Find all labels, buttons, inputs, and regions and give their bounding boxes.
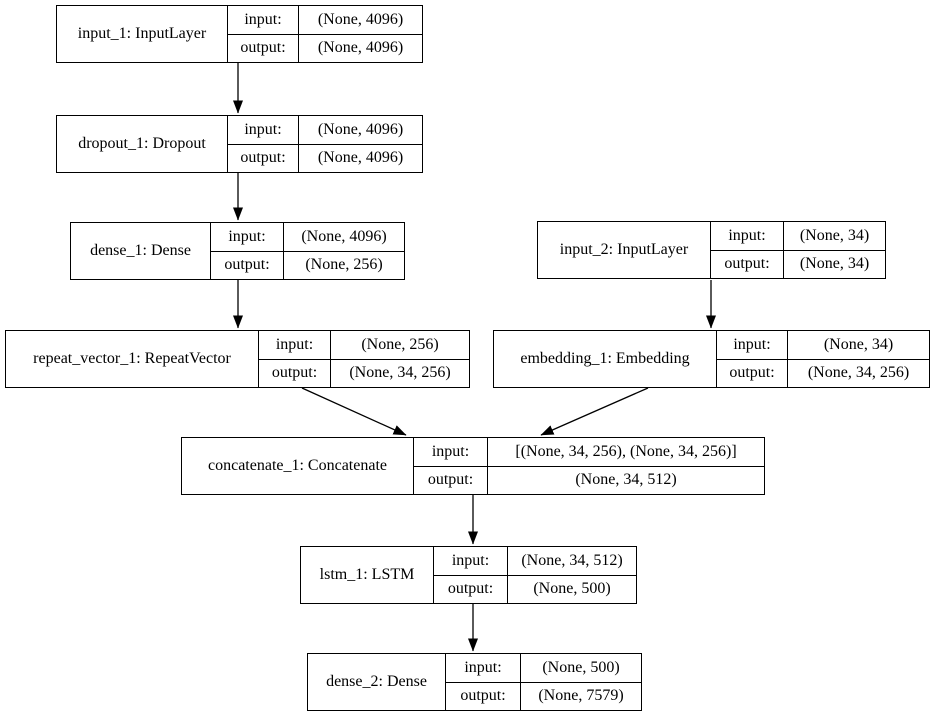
input-label: input: [711,222,783,251]
output-shape: (None, 34, 512) [575,471,677,489]
input-shape: (None, 4096) [284,223,404,252]
output-label: output: [427,471,474,489]
output-label: output: [724,255,770,273]
output-label: output: [240,39,286,57]
input-shape: (None, 34) [788,331,929,360]
layer-node-dropout_1: dropout_1: Dropout input: output: (None,… [56,115,423,173]
output-shape: (None, 34, 256) [349,364,451,382]
output-label: output: [447,580,494,598]
output-shape: (None, 256) [305,256,383,274]
layer-node-embedding_1: embedding_1: Embedding input: output: (N… [493,330,930,388]
edge-repeat_vector_1-to-concatenate_1 [301,387,407,436]
layer-title: concatenate_1: Concatenate [182,438,414,494]
input-label: input: [228,6,298,35]
input-label: input: [434,547,507,576]
input-shape: (None, 34, 512) [508,547,636,576]
input-shape: (None, 256) [331,331,469,360]
input-shape: (None, 34) [784,222,885,251]
layer-node-concatenate_1: concatenate_1: Concatenate input: output… [181,437,765,495]
input-shape: (None, 4096) [299,6,422,35]
output-shape: (None, 500) [533,580,611,598]
input-label: input: [211,223,283,252]
input-label: input: [446,654,520,683]
input-label: input: [717,331,787,360]
layer-node-input_2: input_2: InputLayer input: output: (None… [537,221,886,279]
output-label: output: [271,364,318,382]
output-shape: (None, 34, 256) [807,364,910,382]
layer-title: embedding_1: Embedding [494,331,717,387]
input-shape: (None, 4096) [299,116,422,145]
input-shape: [(None, 34, 256), (None, 34, 256)] [488,438,764,467]
layer-node-input_1: input_1: InputLayer input: output: (None… [56,5,423,63]
edge-embedding_1-to-concatenate_1 [540,387,649,436]
layer-title: repeat_vector_1: RepeatVector [6,331,259,387]
layer-node-dense_1: dense_1: Dense input: output: (None, 409… [70,222,405,280]
input-label: input: [414,438,487,467]
output-label: output: [729,364,775,382]
output-label: output: [240,149,286,167]
output-shape: (None, 4096) [317,149,404,167]
layer-node-dense_2: dense_2: Dense input: output: (None, 500… [307,653,642,711]
layer-title: input_2: InputLayer [538,222,711,278]
input-shape: (None, 500) [521,654,641,683]
layer-node-repeat_vector_1: repeat_vector_1: RepeatVector input: out… [5,330,470,388]
layer-title: dropout_1: Dropout [57,116,228,172]
output-label: output: [224,256,270,274]
layer-title: dense_1: Dense [71,223,211,279]
input-label: input: [228,116,298,145]
output-shape: (None, 34) [799,255,870,273]
input-label: input: [259,331,330,360]
output-shape: (None, 4096) [317,39,404,57]
layer-title: lstm_1: LSTM [301,547,434,603]
layer-title: dense_2: Dense [308,654,446,710]
layer-title: input_1: InputLayer [57,6,228,62]
output-label: output: [460,687,506,705]
layer-node-lstm_1: lstm_1: LSTM input: output: (None, 34, 5… [300,546,637,604]
output-shape: (None, 7579) [538,687,624,705]
